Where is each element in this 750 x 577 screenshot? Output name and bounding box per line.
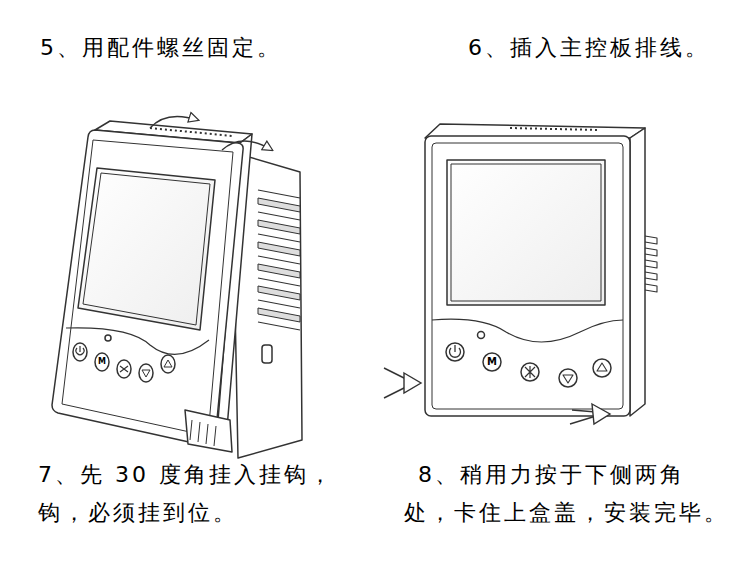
step-caption: 7、先 30 度角挂入挂钩， <box>38 462 334 488</box>
button-row <box>76 346 84 355</box>
button-row <box>142 370 150 377</box>
bottom-hook <box>190 420 216 446</box>
screen <box>447 160 605 305</box>
button-row <box>593 359 611 377</box>
button-row <box>521 363 539 381</box>
button-row <box>559 369 577 387</box>
button-row <box>432 319 623 342</box>
screen <box>78 168 215 330</box>
button-row <box>597 363 607 371</box>
back-box <box>258 198 300 322</box>
front-panel <box>52 121 252 446</box>
thermostat-front <box>425 124 657 416</box>
button-row <box>105 335 111 341</box>
screen <box>83 173 210 325</box>
button-row <box>73 343 87 361</box>
press-arrow <box>592 404 610 424</box>
tilt-arrow <box>150 116 198 128</box>
thermostat-front <box>645 236 657 292</box>
step-caption: 5、用配件螺丝固定。 <box>40 35 282 61</box>
screen <box>451 164 601 301</box>
thermostat-front <box>432 143 623 409</box>
button-row <box>483 353 501 371</box>
button-row <box>478 332 485 339</box>
thermostat-front <box>425 136 630 416</box>
tilt-arrow <box>222 141 272 150</box>
tilt-arrow <box>150 116 272 150</box>
back-box <box>258 190 300 330</box>
step-caption: 处，卡住上盒盖，安装完毕。 <box>404 500 729 526</box>
step-caption: 8、稍用力按于下侧两角 <box>418 462 685 488</box>
thermostat-tilted <box>52 121 302 458</box>
back-box <box>262 345 272 363</box>
button-row <box>563 375 573 383</box>
front-panel <box>150 128 232 136</box>
press-arrow <box>404 373 421 393</box>
front-panel <box>52 130 243 446</box>
button-row <box>432 319 623 387</box>
bottom-hook <box>185 410 232 452</box>
button-row <box>117 360 131 378</box>
button-row <box>446 343 464 361</box>
button-row <box>525 366 535 378</box>
screen <box>78 168 215 330</box>
button-row <box>66 328 209 382</box>
button-row <box>139 364 153 382</box>
thermostat-front <box>510 128 600 130</box>
button-row <box>450 345 461 357</box>
button-row <box>95 353 109 371</box>
button-row <box>161 355 175 373</box>
bottom-hook <box>185 410 232 452</box>
front-panel <box>62 140 233 436</box>
step-caption: 钩，必须挂到位。 <box>38 500 238 526</box>
button-label: M <box>98 357 106 367</box>
button-label: M <box>487 356 497 368</box>
button-row <box>164 360 172 367</box>
press-arrow <box>570 416 596 424</box>
button-row <box>120 366 128 372</box>
press-arrow <box>384 368 610 424</box>
thermostat-front <box>630 128 645 416</box>
step-caption: 6、插入主控板排线。 <box>468 35 710 61</box>
screen <box>447 160 605 305</box>
